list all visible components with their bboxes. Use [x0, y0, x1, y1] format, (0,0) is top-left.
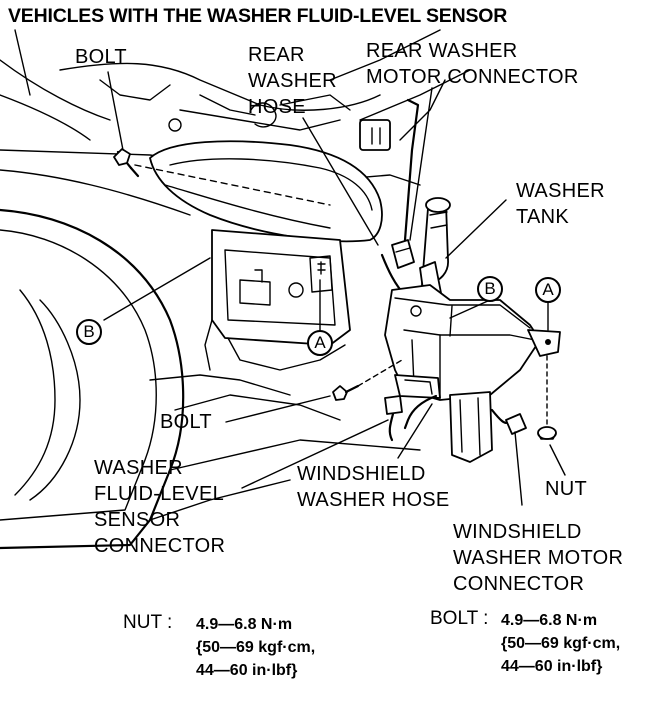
label-sensor-connector-4: CONNECTOR [94, 535, 226, 557]
bolt-direction-line [134, 164, 331, 206]
label-washer-tank-2: TANK [516, 206, 570, 228]
label-sensor-connector-2: FLUID-LEVEL [94, 483, 225, 505]
callout-a-right: A [535, 277, 561, 303]
spec-bolt-line-3: 44—60 in·lbf} [501, 658, 603, 675]
callout-b-right: B [477, 276, 503, 302]
callout-a-mid: A [307, 330, 333, 356]
nut-icon [537, 355, 557, 440]
label-windshield-washer-hose-2: WASHER HOSE [297, 489, 450, 511]
label-windshield-washer-hose-1: WINDSHIELD [297, 463, 426, 485]
motor-connector-drawing [490, 408, 527, 435]
label-sensor-connector-3: SENSOR [94, 509, 181, 531]
label-windshield-washer-motor-connector-1: WINDSHIELD [453, 521, 582, 543]
label-rear-washer-motor-connector-2: MOTOR CONNECTOR [366, 66, 579, 88]
bolt-top-icon [113, 148, 140, 178]
label-washer-tank-1: WASHER [516, 180, 605, 202]
washer-tank-drawing [384, 197, 561, 463]
page-title: VEHICLES WITH THE WASHER FLUID-LEVEL SEN… [8, 5, 508, 27]
label-bolt-top: BOLT [75, 46, 127, 68]
engine-bay-parts [149, 229, 351, 421]
vehicle-body [0, 29, 471, 550]
spec-nut-line-3: 44—60 in·lbf} [196, 662, 298, 679]
label-rear-washer-hose-3: HOSE [248, 96, 306, 118]
spec-nut-line-1: 4.9—6.8 N·m [196, 616, 293, 633]
sensor-connector-drawing [384, 395, 403, 442]
label-sensor-connector-1: WASHER [94, 457, 183, 479]
windshield-washer-hose-line [403, 394, 438, 430]
spec-nut-key: NUT : [123, 612, 173, 633]
label-windshield-washer-motor-connector-2: WASHER MOTOR [453, 547, 624, 569]
label-bolt-bottom: BOLT [160, 411, 212, 433]
spec-bolt-line-2: {50—69 kgf·cm, [501, 635, 621, 652]
spec-nut-line-2: {50—69 kgf·cm, [196, 639, 316, 656]
leader-lines [103, 71, 566, 506]
callout-b-left: B [76, 319, 102, 345]
label-rear-washer-hose-1: REAR [248, 44, 305, 66]
label-nut: NUT [545, 478, 588, 500]
bolt-bottom-icon [332, 359, 403, 401]
label-windshield-washer-motor-connector-3: CONNECTOR [453, 573, 585, 595]
label-rear-washer-motor-connector-1: REAR WASHER [366, 40, 518, 62]
label-rear-washer-hose-2: WASHER [248, 70, 337, 92]
spec-bolt-line-1: 4.9—6.8 N·m [501, 612, 598, 629]
rear-washer-hose-drawing [380, 98, 420, 297]
spec-bolt-key: BOLT : [430, 608, 489, 629]
